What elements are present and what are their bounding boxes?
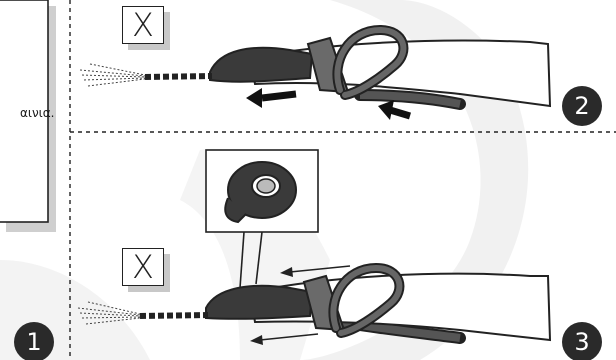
panel3-incorrect-mark: X xyxy=(122,248,164,286)
panel2-cable-illustration xyxy=(79,24,552,120)
panel1-instruction-box xyxy=(0,0,56,232)
panel3-cable-illustration xyxy=(77,149,552,345)
panel1-text-fragment: αινια. xyxy=(20,106,55,120)
panel2-incorrect-mark: X xyxy=(122,6,164,44)
step-1-badge: 1 xyxy=(14,322,54,360)
step-2-badge: 2 xyxy=(562,86,602,126)
step-3-badge: 3 xyxy=(562,322,602,360)
